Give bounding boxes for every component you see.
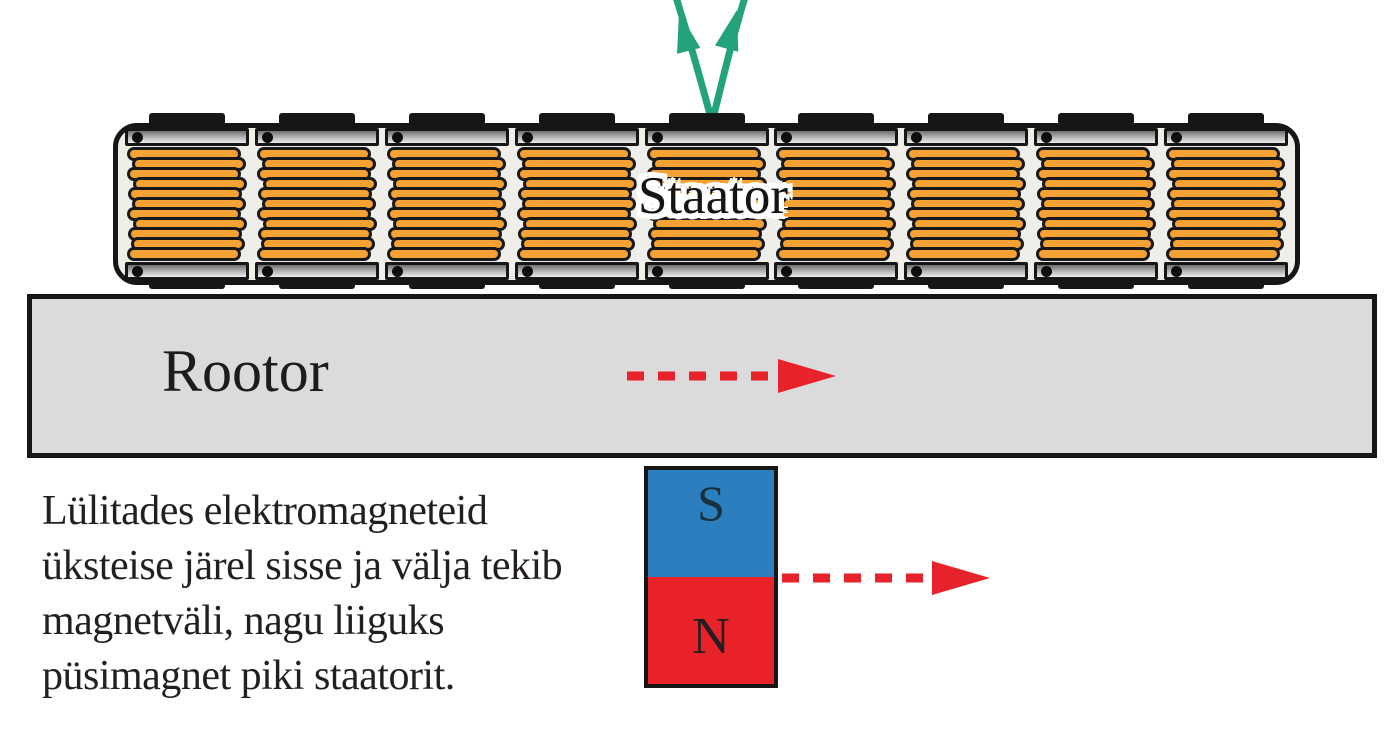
coil-bottom-bracket: [904, 262, 1029, 280]
bolt-icon: [911, 132, 923, 143]
coil-top-bracket: [904, 128, 1029, 146]
bolt-icon: [911, 266, 923, 277]
bolt-icon: [132, 266, 143, 277]
stator-label: Staator: [637, 167, 789, 225]
winding-turn: [256, 247, 371, 261]
coil-bottom-bracket: [774, 262, 899, 280]
coil-unit: [384, 113, 509, 289]
winding-turn: [516, 247, 631, 261]
bolt-icon: [261, 132, 273, 143]
coil-top-cap: [928, 113, 1005, 127]
rotor-motion-arrow-icon: [627, 359, 836, 393]
coil-unit: [644, 113, 769, 289]
coil-windings: [127, 147, 247, 261]
coil-unit: [774, 113, 899, 289]
stator-housing: Staator: [113, 113, 1300, 289]
bolt-icon: [132, 132, 143, 143]
coil-top-bracket: [1164, 128, 1288, 146]
coil-windings: [646, 147, 767, 261]
coil-top-cap: [149, 113, 225, 127]
coil-top-bracket: [644, 128, 769, 146]
magnet-north-label: N: [692, 608, 730, 665]
bolt-icon: [651, 132, 663, 143]
bolt-icon: [1171, 266, 1182, 277]
coil-top-cap: [1058, 113, 1135, 127]
coil-bottom-bracket: [514, 262, 639, 280]
winding-turn: [1036, 247, 1151, 261]
coil-top-cap: [278, 113, 355, 127]
magnet-motion-arrow-icon: [782, 561, 990, 595]
coil-bottom-bracket: [1034, 262, 1159, 280]
caption-text: Lülitades elektromagneteid üksteise järe…: [42, 488, 563, 699]
winding-turn: [906, 247, 1021, 261]
coil-top-cap: [408, 113, 485, 127]
coil-top-bracket: [254, 128, 379, 146]
winding-turn: [776, 247, 891, 261]
bolt-icon: [781, 132, 793, 143]
coil-top-bracket: [514, 128, 639, 146]
bolt-icon: [781, 266, 793, 277]
coil-bottom-bracket: [254, 262, 379, 280]
winding-turn: [386, 247, 501, 261]
rotor: Rootor: [27, 294, 1377, 458]
coil-windings: [1036, 147, 1157, 261]
coil-unit: [125, 113, 249, 289]
bolt-icon: [1171, 132, 1182, 143]
bolt-icon: [651, 266, 663, 277]
winding-turn: [1166, 247, 1280, 261]
permanent-magnet: S N: [644, 466, 778, 688]
coil-top-bracket: [384, 128, 509, 146]
coil-unit: [1164, 113, 1288, 289]
magnet-south-label: S: [697, 475, 725, 531]
winding-turn: [646, 247, 761, 261]
magnetic-field-arrows-icon: [673, 0, 748, 123]
coil-top-bracket: [1034, 128, 1159, 146]
coil-windings: [386, 147, 507, 261]
bolt-icon: [391, 132, 403, 143]
stator-coils: [118, 113, 1295, 289]
coil-windings: [1166, 147, 1286, 261]
coil-windings: [516, 147, 637, 261]
winding-turn: [127, 247, 241, 261]
rotor-label: Rootor: [162, 338, 329, 404]
coil-top-bracket: [774, 128, 899, 146]
coil-unit: [514, 113, 639, 289]
bolt-icon: [391, 266, 403, 277]
bolt-icon: [521, 266, 533, 277]
coil-bottom-bracket: [384, 262, 509, 280]
magnet-north-pole: N: [648, 577, 774, 684]
coil-windings: [906, 147, 1027, 261]
coil-bottom-bracket: [1164, 262, 1288, 280]
bolt-icon: [1041, 132, 1053, 143]
coil-top-cap: [1188, 113, 1264, 127]
coil-unit: [254, 113, 379, 289]
coil-bottom-bracket: [644, 262, 769, 280]
coil-top-cap: [538, 113, 615, 127]
coil-top-bracket: [125, 128, 249, 146]
coil-top-cap: [668, 113, 745, 127]
coil-top-cap: [798, 113, 875, 127]
coil-windings: [776, 147, 897, 261]
coil-bottom-bracket: [125, 262, 249, 280]
bolt-icon: [521, 132, 533, 143]
coil-unit: [904, 113, 1029, 289]
bolt-icon: [1041, 266, 1053, 277]
coil-unit: [1034, 113, 1159, 289]
coil-windings: [256, 147, 377, 261]
bolt-icon: [261, 266, 273, 277]
magnet-south-pole: S: [648, 470, 774, 577]
